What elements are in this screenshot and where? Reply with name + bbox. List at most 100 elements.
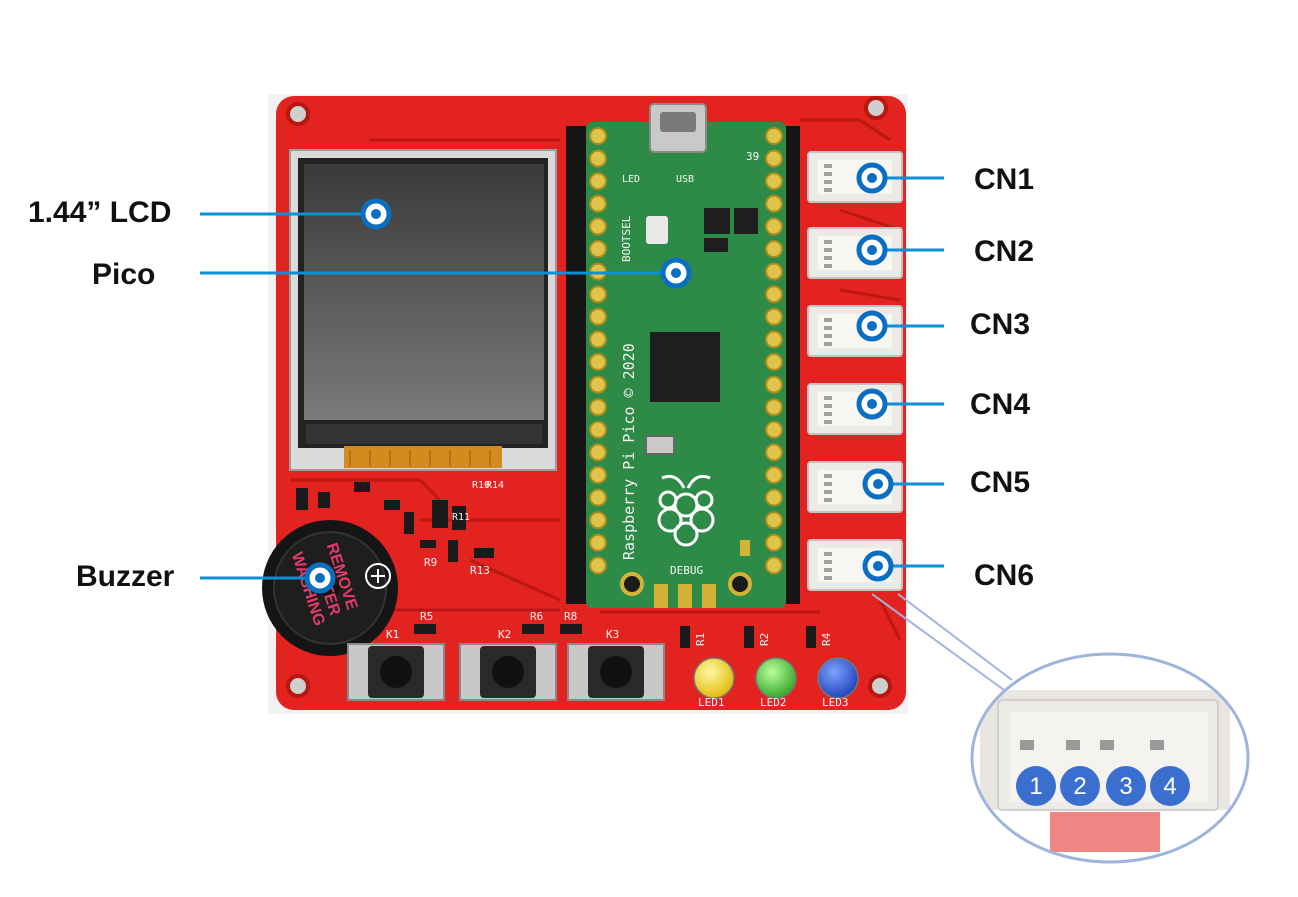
pico-pin <box>589 466 607 484</box>
pico-pin <box>765 511 783 530</box>
pico-pin <box>589 240 607 258</box>
button-group: K1 K2 K3 <box>347 628 665 701</box>
resistor-silk: R13 R9 R10 R14 R11 <box>424 480 504 577</box>
pico-pin <box>765 330 783 349</box>
pico-pin <box>589 194 607 213</box>
mounting-holes <box>286 96 892 698</box>
silk-r8: R8 <box>564 610 577 623</box>
connector-cn3 <box>807 305 903 357</box>
pico-pin <box>589 556 607 575</box>
pico-pin <box>589 285 607 304</box>
silk-r2: R2 <box>758 633 771 646</box>
pico-pin <box>589 149 607 168</box>
lcd-module <box>289 149 557 471</box>
pico-pin <box>589 353 607 371</box>
callout-pico <box>200 257 692 289</box>
pico-silk-bootsel: BOOTSEL <box>620 215 633 262</box>
cn5-label: CN5 <box>970 466 1031 499</box>
silk-r14: R14 <box>486 480 504 491</box>
callout-cn2 <box>856 234 944 266</box>
lcd-label: 1.44” LCD <box>28 196 172 229</box>
pico-pin <box>589 307 607 326</box>
zoom-callout: 1 2 3 4 <box>871 593 1250 864</box>
callout-lcd <box>200 198 392 230</box>
pico-pin <box>589 330 607 349</box>
pico-pin <box>765 420 783 439</box>
callout-cn4 <box>856 388 944 420</box>
pico-pin <box>765 533 783 552</box>
pico-pin <box>765 217 783 236</box>
silk-r13: R13 <box>470 564 490 577</box>
pico-label: Pico <box>92 258 156 291</box>
callout-cn6 <box>862 550 944 582</box>
silk-r1: R1 <box>694 633 707 646</box>
pico-pin <box>589 398 607 417</box>
silk-r4: R4 <box>820 632 833 646</box>
button-resistors: R5 R6 R8 R1 R2 R4 <box>414 610 833 648</box>
pico-pin <box>589 127 607 145</box>
button-label-k3: K3 <box>606 628 619 641</box>
button-k2: K2 <box>459 628 557 701</box>
pico-pin <box>765 262 783 281</box>
button-k1: K1 <box>347 628 445 701</box>
pico-silk-name: Raspberry Pi Pico © 2020 <box>620 343 638 560</box>
led-label-1: LED1 <box>698 696 725 709</box>
pico-pin <box>589 533 607 552</box>
connector-cn2 <box>807 227 903 279</box>
callout-group <box>200 162 944 594</box>
pico-board: 39 LED USB BOOTSEL Raspberry Pi Pico © 2… <box>586 103 786 608</box>
button-k3: K3 <box>567 628 665 701</box>
pico-pin <box>765 398 783 417</box>
cn4-label: CN4 <box>970 388 1031 421</box>
cn1-label: CN1 <box>974 163 1035 196</box>
pico-pin <box>765 194 783 213</box>
pico-pin <box>765 556 783 575</box>
silk-r6: R6 <box>530 610 543 623</box>
pin-badge-3: 3 <box>1106 766 1146 806</box>
button-label-k2: K2 <box>498 628 511 641</box>
raspberry-pi-logo <box>657 474 715 547</box>
pico-pin <box>765 443 783 462</box>
pico-pin <box>589 172 607 191</box>
pin-badge-number: 4 <box>1163 773 1176 800</box>
pin-badge-number: 2 <box>1073 773 1086 800</box>
cn2-label: CN2 <box>974 235 1035 268</box>
pin-badge-4: 4 <box>1150 766 1190 806</box>
pin-badge-number: 1 <box>1029 773 1042 800</box>
pin-badge-1: 1 <box>1016 766 1056 806</box>
led2: LED2 <box>755 657 797 709</box>
pin-badge-number: 3 <box>1119 773 1132 800</box>
pico-silk-debug: DEBUG <box>670 564 703 577</box>
callout-cn5 <box>862 468 944 500</box>
pico-pin <box>589 488 607 507</box>
smd-components <box>296 482 494 562</box>
callout-cn3 <box>856 310 944 342</box>
led1: LED1 <box>693 657 735 709</box>
connector-cn4 <box>807 383 903 435</box>
pico-pin <box>765 149 783 168</box>
pico-pin <box>765 353 783 371</box>
callout-cn1 <box>856 162 944 194</box>
pico-silk-led: LED <box>622 174 640 185</box>
pin-badge-2: 2 <box>1060 766 1100 806</box>
pico-pin <box>765 285 783 304</box>
pico-pin <box>765 127 783 145</box>
pico-pin <box>765 375 783 394</box>
buzzer-label: Buzzer <box>76 560 175 593</box>
pico-silk-usb: USB <box>676 174 694 185</box>
pico-pin <box>589 511 607 530</box>
silk-r11: R11 <box>452 512 470 523</box>
led-label-2: LED2 <box>760 696 787 709</box>
silk-r5: R5 <box>420 610 433 623</box>
pico-pin <box>589 420 607 439</box>
silk-r9: R9 <box>424 556 437 569</box>
silk-r10: R10 <box>472 480 490 491</box>
pico-pin <box>589 443 607 462</box>
pico-pin <box>765 172 783 191</box>
pico-silk-39: 39 <box>746 150 759 163</box>
led-group: LED1 LED2 LED3 <box>693 657 859 709</box>
led3: LED3 <box>817 657 859 709</box>
cn6-label: CN6 <box>974 559 1035 592</box>
